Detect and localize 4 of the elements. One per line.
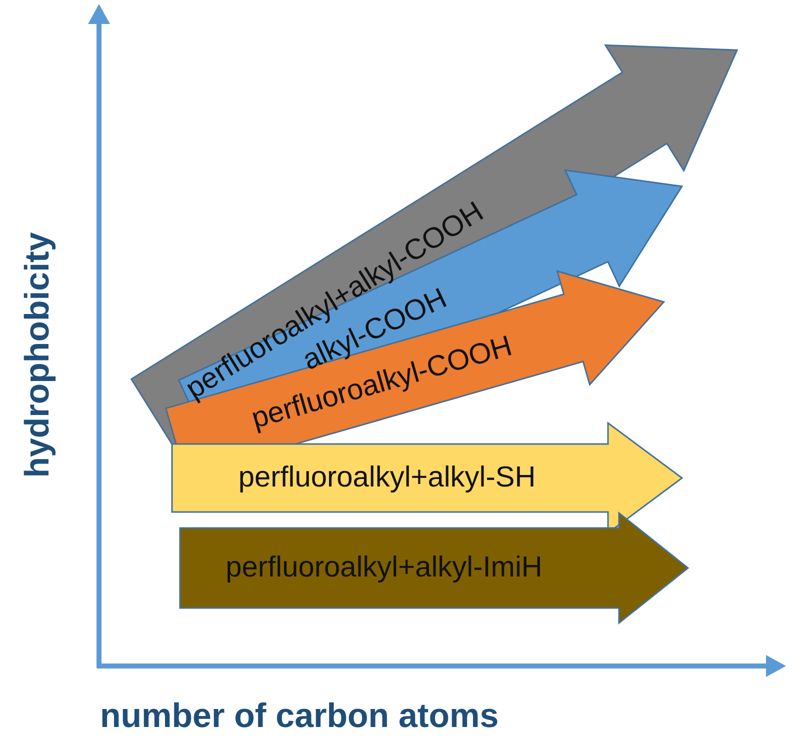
axis-title: hydrophobicity: [18, 232, 58, 478]
arrow-label: perfluoroalkyl+alkyl-SH: [238, 462, 536, 494]
axis-title: number of carbon atoms: [100, 697, 499, 736]
arrow-label: perfluoroalkyl+alkyl-ImiH: [226, 552, 542, 584]
